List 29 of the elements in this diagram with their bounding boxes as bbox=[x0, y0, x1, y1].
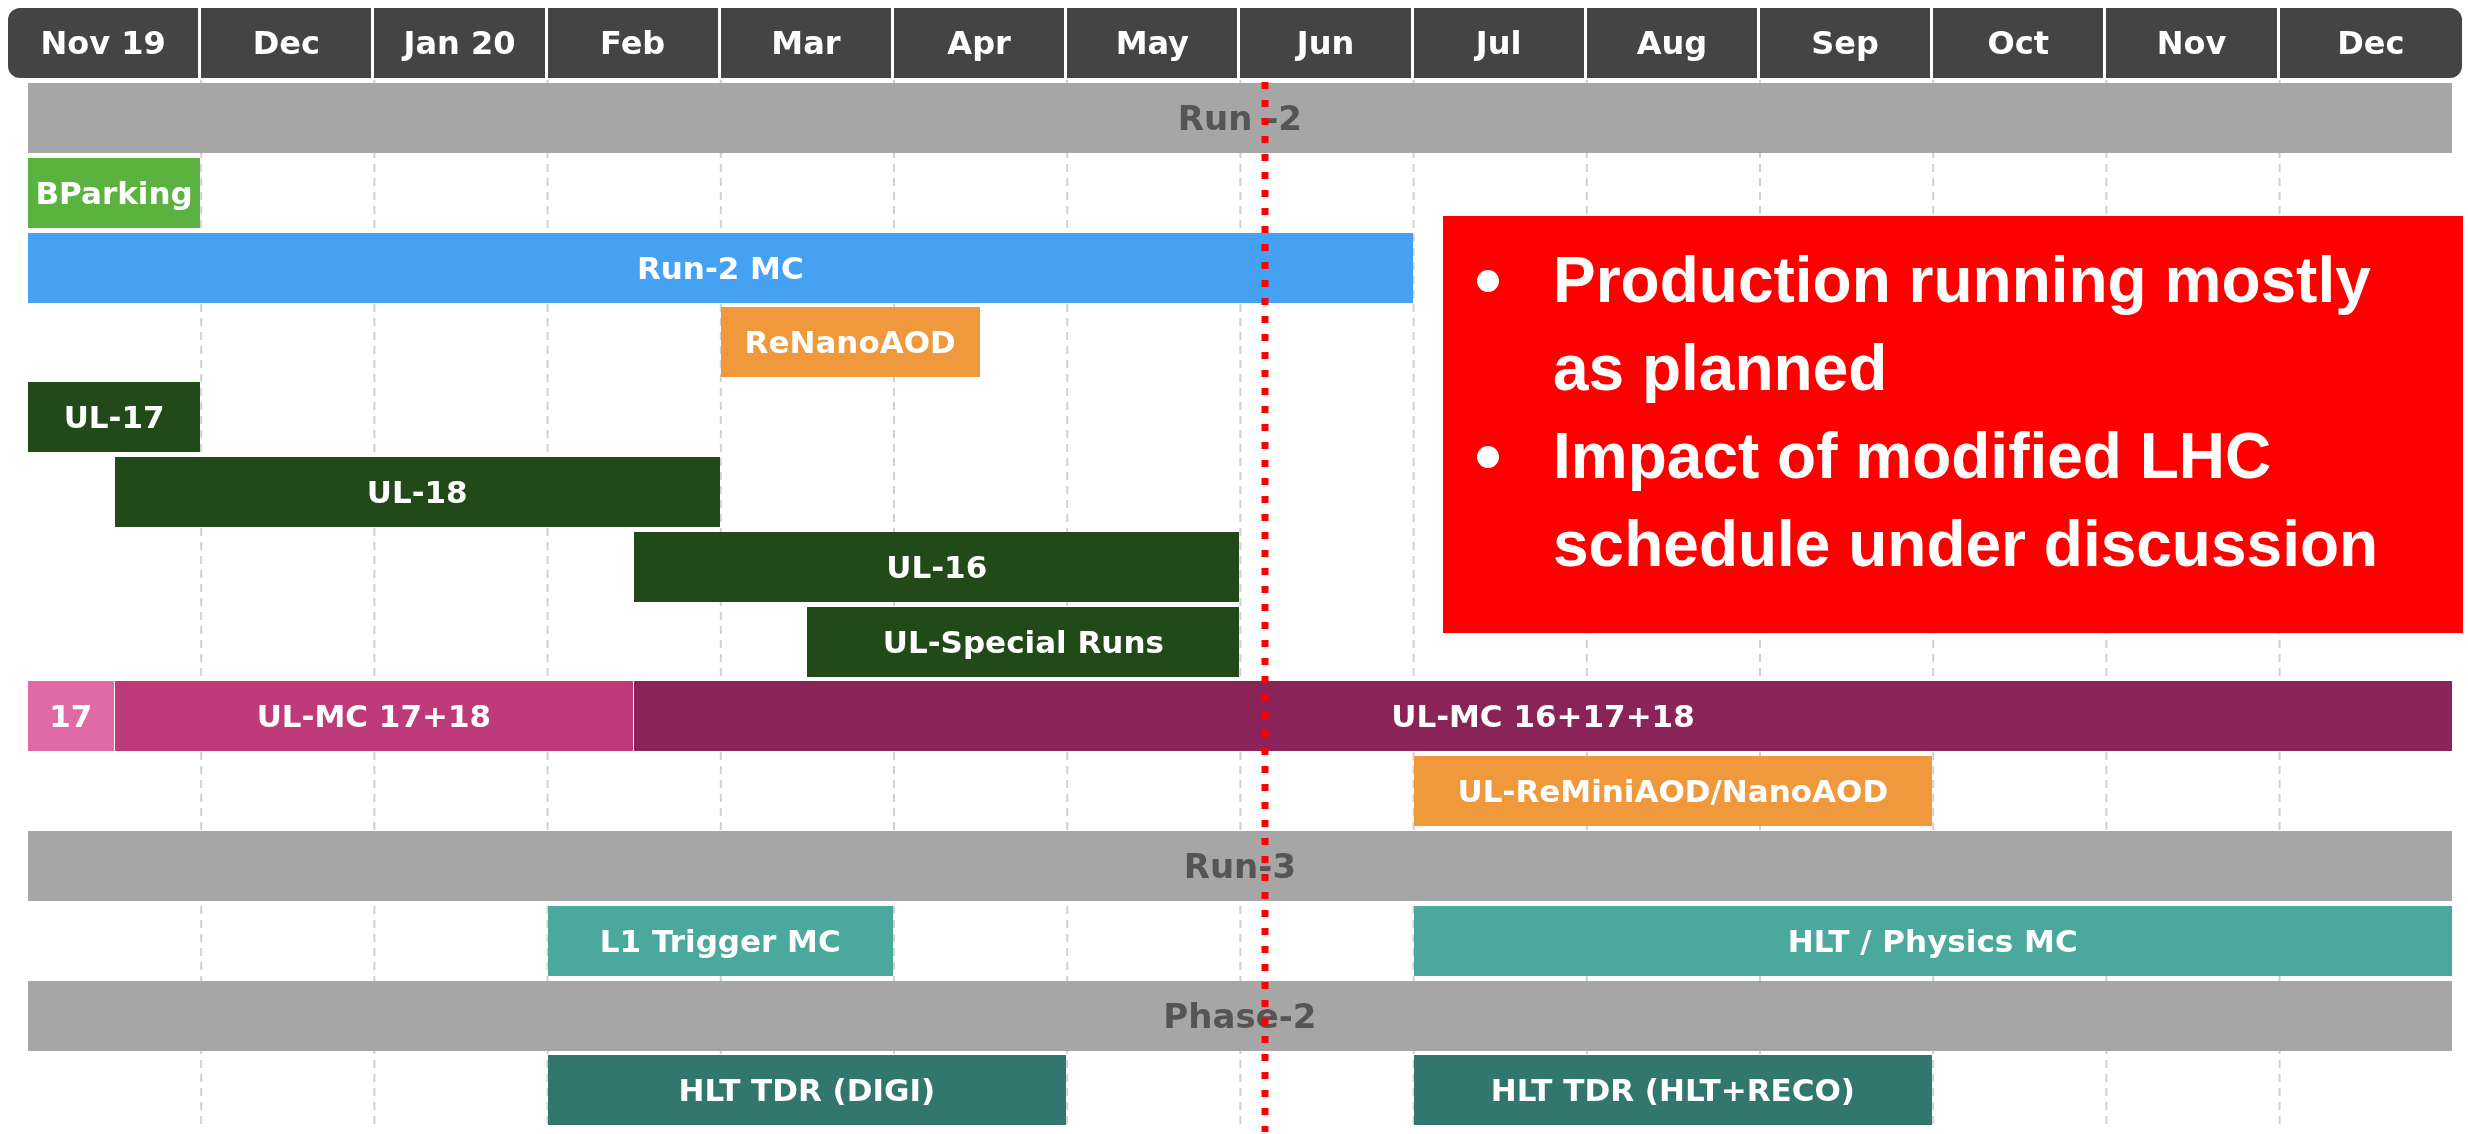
month-header: Nov bbox=[2106, 8, 2280, 78]
task-bar: UL-MC 16+17+18 bbox=[634, 681, 2452, 752]
month-header: Feb bbox=[547, 8, 721, 78]
month-header: Mar bbox=[720, 8, 894, 78]
task-bar: UL-18 bbox=[114, 457, 720, 527]
task-bar: 17 bbox=[28, 681, 114, 752]
task-bar: Run-2 MC bbox=[28, 232, 1413, 303]
period-bar: Run-3 bbox=[28, 831, 2452, 901]
task-bar: UL-ReMiniAOD/NanoAOD bbox=[1413, 756, 1933, 827]
month-header: Jan 20 bbox=[374, 8, 548, 78]
task-bar: UL-Special Runs bbox=[807, 606, 1240, 677]
task-bar: UL-17 bbox=[28, 382, 201, 453]
task-bar: BParking bbox=[28, 157, 201, 228]
task-bar: UL-16 bbox=[634, 531, 1240, 602]
period-bar: Run -2 bbox=[28, 83, 2452, 153]
month-header: Dec bbox=[2279, 8, 2462, 78]
bullet-point: Production running mostly as planned bbox=[1553, 236, 2433, 412]
bullet-point: Impact of modified LHC schedule under discussion bbox=[1553, 412, 2433, 588]
month-header: Jun bbox=[1240, 8, 1414, 78]
task-bar: HLT TDR (HLT+RECO) bbox=[1413, 1055, 1933, 1126]
month-header: Jul bbox=[1413, 8, 1587, 78]
note-panel bbox=[1443, 216, 2463, 633]
period-bar: Phase-2 bbox=[28, 980, 2452, 1051]
task-bar: HLT / Physics MC bbox=[1413, 905, 2452, 976]
task-bar: ReNanoAOD bbox=[720, 307, 980, 378]
month-header: Aug bbox=[1586, 8, 1760, 78]
task-bar: HLT TDR (DIGI) bbox=[547, 1055, 1067, 1126]
task-bar: L1 Trigger MC bbox=[547, 905, 893, 976]
task-bar: UL-MC 17+18 bbox=[114, 681, 634, 752]
